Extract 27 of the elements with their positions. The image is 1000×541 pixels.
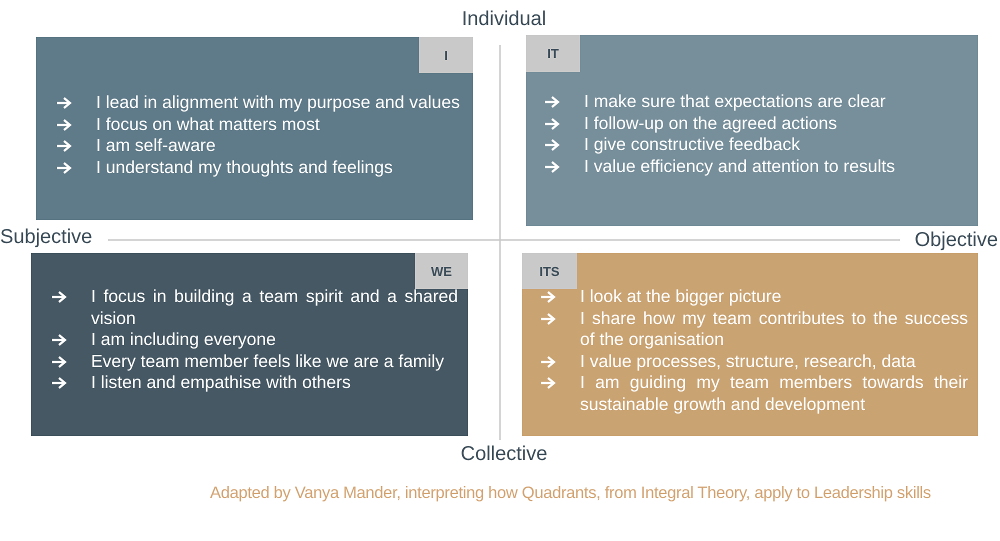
- quadrant-panel: [522, 253, 978, 436]
- caption: Adapted by Vanya Mander, interpreting how Quadrants, from Integral Theory, apply to Leadership skills: [210, 484, 931, 503]
- list-item-text: I lead in alignment with my purpose and values: [96, 92, 461, 114]
- quadrant-tag: WE: [415, 253, 468, 289]
- list-item-text: I am self-aware: [96, 135, 217, 156]
- list-item-text: I value processes, structure, research, data: [580, 350, 917, 372]
- list-item-text: I follow-up on the agreed actions: [584, 112, 838, 134]
- list-item-text: I focus in building a team spirit and a shared vision: [91, 286, 458, 329]
- list-item-text: I focus on what matters most: [96, 114, 321, 135]
- quadrant-panel: [526, 35, 978, 226]
- quadrant-tag: I: [419, 37, 473, 73]
- quadrant-tag: IT: [526, 35, 580, 72]
- list-item-text: I give constructive feedback: [584, 134, 801, 156]
- quadrant-panel: [36, 37, 473, 220]
- list-item-text: I value efficiency and attention to results: [584, 156, 896, 177]
- quadrant-tag: ITS: [522, 253, 577, 289]
- list-item-text: Every team member feels like we are a family: [91, 350, 446, 372]
- list-item-text: I am including everyone: [91, 329, 277, 350]
- list-item-text: I make sure that expectations are clear: [584, 91, 887, 112]
- quadrant-panel: [31, 253, 468, 436]
- axis-label: Subjective: [0, 226, 92, 249]
- list-item-text: I am guiding my team members towards their sustainable growth and development: [580, 372, 968, 415]
- list-item-text: I share how my team contributes to the success of the organisation: [580, 308, 968, 350]
- list-item-text: I understand my thoughts and feelings: [96, 156, 394, 178]
- axis-label: Objective: [914, 229, 998, 252]
- list-item-text: I look at the bigger picture: [580, 286, 782, 308]
- list-item-text: I listen and empathise with others: [91, 372, 352, 394]
